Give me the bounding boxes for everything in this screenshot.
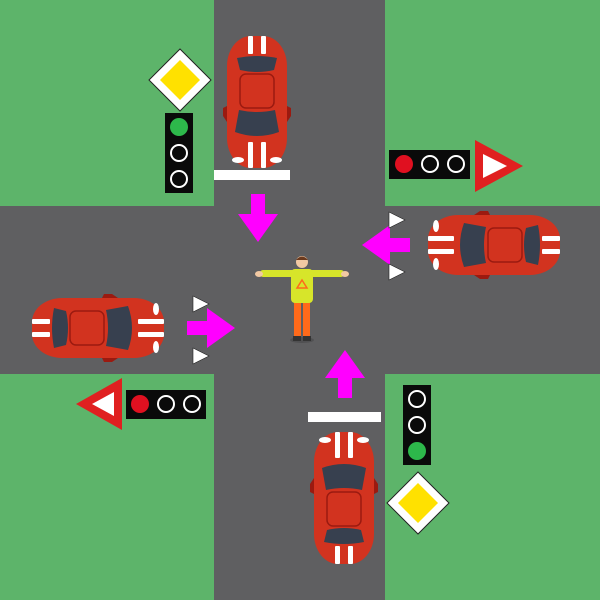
traffic-light-east xyxy=(389,150,470,179)
traffic-light-north-top-lamp xyxy=(170,118,188,136)
traffic-light-north xyxy=(165,113,193,193)
traffic-light-west-left-lamp xyxy=(131,395,149,413)
traffic-light-south-middle-lamp xyxy=(408,416,426,434)
traffic-light-east-middle-lamp xyxy=(421,155,439,173)
stop-line-north xyxy=(214,170,290,180)
warning-triangle-icon xyxy=(295,278,309,289)
traffic-light-west-middle-lamp xyxy=(157,395,175,413)
car-east xyxy=(427,210,561,280)
traffic-light-south-top-lamp xyxy=(408,390,426,408)
traffic-light-east-right-lamp xyxy=(447,155,465,173)
traffic-light-north-bottom-lamp xyxy=(170,170,188,188)
traffic-officer xyxy=(255,256,349,343)
traffic-light-west xyxy=(126,390,206,419)
car-south xyxy=(309,431,379,565)
yield-sign-west xyxy=(76,378,122,430)
car-north xyxy=(222,35,292,169)
stop-line-south xyxy=(308,412,381,422)
priority-road-sign-south xyxy=(386,471,450,535)
traffic-light-north-middle-lamp xyxy=(170,144,188,162)
yield-sign-east xyxy=(475,140,523,192)
traffic-light-east-left-lamp xyxy=(395,155,413,173)
traffic-light-south-bottom-lamp xyxy=(408,442,426,460)
traffic-light-south xyxy=(403,385,431,465)
priority-road-sign-north xyxy=(148,48,212,112)
car-west xyxy=(31,293,165,363)
traffic-light-west-right-lamp xyxy=(183,395,201,413)
